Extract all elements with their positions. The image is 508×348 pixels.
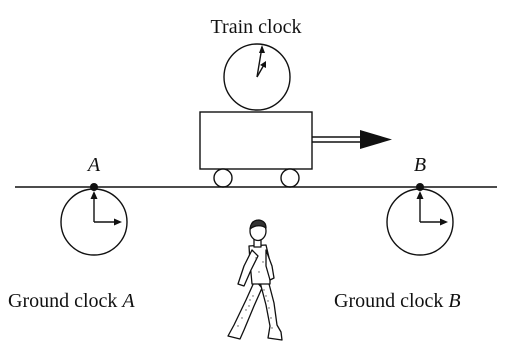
train-clock-label: Train clock xyxy=(211,16,302,38)
point-a-label: A xyxy=(86,154,101,176)
train-wheel xyxy=(281,169,299,187)
train-clock xyxy=(224,44,290,110)
ground-clock-a-label: Ground clock A xyxy=(8,290,135,312)
person-front-leg xyxy=(260,280,282,340)
person-back-leg xyxy=(228,280,262,339)
walking-person-icon xyxy=(228,220,282,340)
ground-clock-a xyxy=(61,189,127,255)
arrowhead-icon xyxy=(360,130,392,149)
ground-clock-b-label: Ground clock B xyxy=(334,290,461,312)
train-car xyxy=(200,112,312,187)
point-b-label: B xyxy=(414,154,426,176)
train-car-body xyxy=(200,112,312,169)
ground-clock-b xyxy=(387,189,453,255)
arrowhead-icon xyxy=(417,191,424,199)
train-wheel xyxy=(214,169,232,187)
arrowhead-icon xyxy=(114,219,122,226)
arrowhead-icon xyxy=(440,219,448,226)
velocity-arrow xyxy=(312,130,392,149)
arrowhead-icon xyxy=(91,191,98,199)
